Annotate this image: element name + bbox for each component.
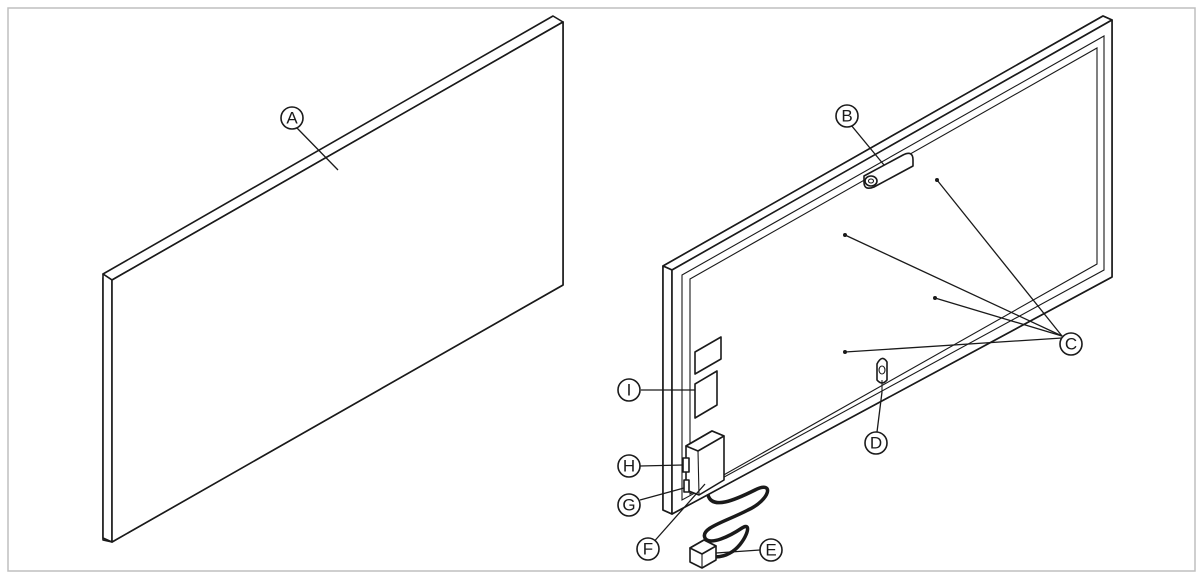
sensor-unit — [863, 152, 914, 189]
panel-rear-frame-outer — [681, 35, 1105, 501]
diagram-border — [7, 7, 1196, 572]
power-switch — [682, 457, 690, 473]
callout-h: H — [617, 454, 641, 478]
wall-hook — [876, 357, 888, 392]
panel-front-view — [102, 15, 564, 543]
power-plug — [689, 539, 717, 569]
callout-b-label: B — [841, 107, 852, 126]
leader-g — [639, 487, 685, 501]
leader-a — [296, 127, 339, 171]
panel-rear-view — [662, 15, 1113, 569]
panel-front-left-edge — [102, 273, 113, 543]
leader-c-3 — [934, 297, 1063, 337]
callout-c: C — [1059, 332, 1083, 356]
callout-e: E — [759, 538, 783, 562]
panel-rear-back-face — [671, 19, 1113, 515]
panel-front-inner-line — [111, 21, 564, 281]
panel-rear-frame-inner — [689, 47, 1098, 495]
leader-d — [876, 391, 883, 433]
callout-h-label: H — [623, 457, 635, 476]
callout-a-label: A — [286, 109, 298, 128]
leader-c-2 — [844, 234, 1063, 337]
leader-b — [850, 124, 885, 166]
callout-f: F — [636, 537, 660, 561]
callout-g: G — [617, 493, 641, 517]
callout-c-label: C — [1065, 335, 1077, 354]
leader-c-4 — [844, 337, 1063, 353]
callout-e-label: E — [765, 541, 776, 560]
callout-d: D — [864, 431, 888, 455]
callout-f-label: F — [643, 540, 653, 559]
callout-d-label: D — [870, 434, 882, 453]
label-sticker-top — [694, 336, 722, 375]
callout-g-label: G — [622, 496, 635, 515]
leader-f — [650, 483, 706, 546]
panel-front-surface — [111, 21, 564, 543]
callout-a: A — [280, 106, 304, 130]
callout-i-label: I — [627, 381, 632, 400]
leader-e — [715, 549, 761, 554]
leader-h — [639, 464, 684, 467]
power-cable — [698, 485, 770, 559]
leader-c-1 — [936, 179, 1063, 337]
callout-i: I — [617, 378, 641, 402]
indicator-light — [683, 479, 690, 493]
label-sticker-bottom — [694, 370, 718, 419]
callout-b: B — [835, 104, 859, 128]
